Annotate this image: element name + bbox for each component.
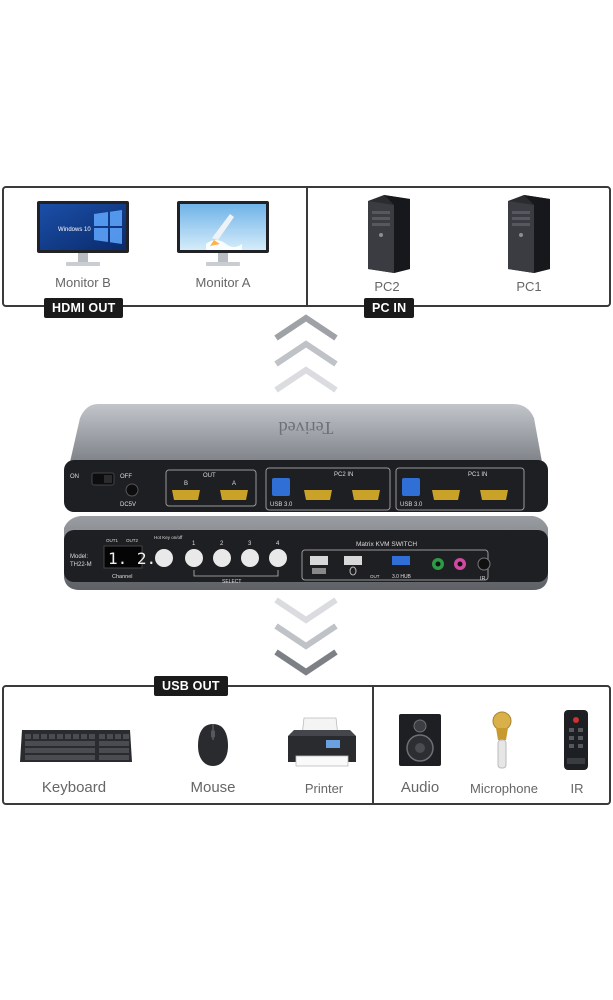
channel-display — [103, 545, 143, 569]
pc2-usb-port[interactable] — [272, 478, 290, 496]
pc2-label: PC2 — [374, 279, 400, 294]
select-label: SELECT — [222, 579, 241, 585]
up-chevrons-icon — [274, 314, 338, 393]
monitor-a-icon — [177, 201, 269, 266]
pc2-hdmi-a-port[interactable] — [352, 490, 380, 500]
ir-jack[interactable] — [477, 557, 491, 571]
usb-out-tag: USB OUT — [154, 676, 228, 696]
printer-label: Printer — [304, 781, 344, 796]
monitor-b-icon: Windows 10 — [37, 201, 129, 266]
ir-label: IR — [570, 781, 584, 796]
pc1-tower-icon — [508, 195, 550, 273]
pc1-label: PC1 — [516, 279, 542, 294]
svg-text:1. 2.: 1. 2. — [108, 549, 156, 568]
model-label: Model: — [70, 554, 88, 560]
svg-text:B: B — [184, 481, 188, 487]
select-button-1[interactable] — [185, 549, 203, 567]
svg-text:OUT1: OUT1 — [106, 538, 118, 543]
pc1-hdmi-b-port[interactable] — [432, 490, 460, 500]
select-button-2[interactable] — [213, 549, 231, 567]
hdmi-out-b-port[interactable] — [172, 490, 200, 500]
monitor-b-screen-text: Windows 10 — [58, 227, 91, 233]
svg-text:USB 3.0: USB 3.0 — [270, 502, 293, 508]
brand-logo: Terived — [279, 418, 334, 438]
hotkey-label: Hot Key on/off — [154, 535, 183, 540]
svg-text:3: 3 — [248, 541, 252, 547]
monitor-a-label: Monitor A — [195, 275, 251, 290]
monitor-b-label: Monitor B — [55, 275, 111, 290]
hdmi-out-a-port[interactable] — [220, 490, 248, 500]
dc-jack — [125, 483, 139, 497]
hub-label: 3.0 HUB — [392, 574, 412, 580]
pc1-in-label: PC1 IN — [468, 472, 487, 478]
pc2-in-label: PC2 IN — [334, 472, 353, 478]
keyboard-icon — [312, 568, 326, 574]
mouse-label: Mouse — [190, 779, 236, 796]
kvm-switch-device: Terived ON OFF DC5V OUT B A PC2 IN USB 3… — [64, 404, 548, 590]
mouse-port-icon — [349, 566, 357, 576]
microphone-icon — [492, 711, 512, 769]
pc1-usb-port[interactable] — [402, 478, 420, 496]
speaker-icon — [399, 714, 441, 766]
pc1-hdmi-a-port[interactable] — [480, 490, 508, 500]
usb-mouse-port[interactable] — [344, 556, 362, 565]
on-label: ON — [70, 474, 79, 480]
pc2-hdmi-b-port[interactable] — [304, 490, 332, 500]
matrix-label: Matrix KVM SWITCH — [356, 541, 417, 548]
model-name: TH22-M — [70, 562, 92, 568]
bottom-panel-divider — [372, 686, 374, 804]
out-group-label: OUT — [203, 473, 216, 479]
svg-text:USB 3.0: USB 3.0 — [400, 502, 423, 508]
channel-label: Channel — [112, 574, 133, 580]
usb-hub-port[interactable] — [392, 556, 410, 565]
svg-text:2: 2 — [220, 541, 224, 547]
select-button-4[interactable] — [269, 549, 287, 567]
svg-text:4: 4 — [276, 541, 280, 547]
svg-text:1: 1 — [192, 541, 196, 547]
pc-in-tag: PC IN — [364, 298, 415, 318]
ir-port-label: IR — [480, 576, 486, 582]
svg-text:A: A — [232, 481, 236, 487]
top-panel-divider — [306, 187, 308, 306]
mouse-icon — [198, 724, 228, 766]
hdmi-out-tag: HDMI OUT — [44, 298, 124, 318]
down-chevrons-icon — [274, 597, 338, 676]
hotkey-button[interactable] — [155, 549, 173, 567]
dc-label: DC5V — [120, 502, 136, 508]
svg-text:OUT2: OUT2 — [126, 538, 138, 543]
usb-out-label: OUT — [370, 574, 380, 579]
microphone-label: Microphone — [470, 781, 538, 796]
usb-keyboard-port[interactable] — [310, 556, 328, 565]
pc2-tower-icon — [368, 195, 410, 273]
printer-icon — [288, 717, 356, 767]
keyboard-label: Keyboard — [41, 779, 107, 796]
ir-remote-icon — [564, 710, 588, 770]
keyboard-icon — [20, 730, 132, 762]
select-button-3[interactable] — [241, 549, 259, 567]
off-label: OFF — [120, 474, 132, 480]
audio-label: Audio — [400, 779, 440, 796]
